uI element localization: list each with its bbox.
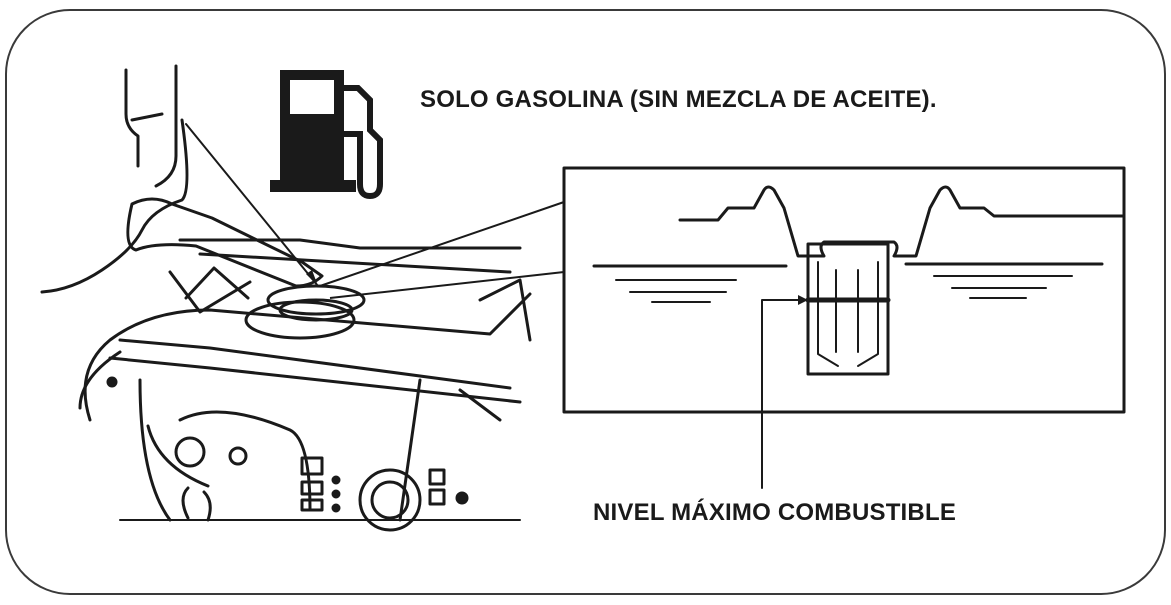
outer-frame bbox=[5, 9, 1166, 595]
generator-illustration bbox=[40, 64, 532, 532]
fuel-pump-icon bbox=[270, 70, 383, 200]
fuel-type-instruction: SOLO GASOLINA (SIN MEZCLA DE ACEITE). bbox=[420, 86, 937, 113]
detail-inset bbox=[562, 166, 1126, 489]
zoom-connector bbox=[319, 201, 565, 299]
max-fuel-level-label: NIVEL MÁXIMO COMBUSTIBLE bbox=[593, 499, 957, 526]
